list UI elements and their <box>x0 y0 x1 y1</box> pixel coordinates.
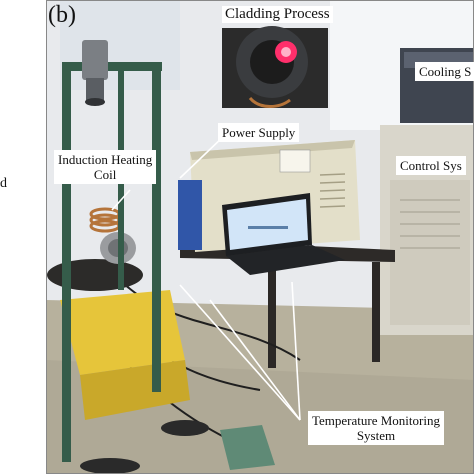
pyrometer-lens <box>86 78 104 102</box>
label-induction-heating-coil-line2: Coil <box>93 167 117 182</box>
rotary-table <box>47 259 143 291</box>
label-power-supply: Power Supply <box>218 123 300 142</box>
laptop-keyboard <box>226 245 345 275</box>
label-control-system: Control Sys <box>396 156 466 175</box>
control-cabinet-panel <box>390 180 470 325</box>
label-temperature-monitoring-line1: Temperature Monitoring <box>312 413 440 428</box>
panel-label: (b) <box>48 2 76 28</box>
pyrometer-lens-front <box>85 98 105 106</box>
label-temperature-monitoring-line2: System <box>356 428 396 443</box>
power-supply-top-edge <box>190 140 355 160</box>
annotation-lines <box>111 134 301 421</box>
foot-pedal <box>220 425 275 470</box>
table-leg-2 <box>372 262 380 362</box>
stand-foot-2 <box>80 458 140 474</box>
label-cooling: Cooling S <box>415 62 474 81</box>
control-cabinet-vents <box>400 199 460 249</box>
power-supply-blue-terminal <box>178 180 202 250</box>
yellow-positioner-base <box>80 360 190 420</box>
label-temperature-monitoring: Temperature Monitoring System <box>308 411 444 445</box>
power-supply-label-plate <box>279 149 311 173</box>
yellow-positioner <box>60 290 185 375</box>
label-cladding-process: Cladding Process <box>222 6 333 23</box>
table-leg-1 <box>268 258 276 368</box>
cladding-inset <box>222 26 328 108</box>
stand-foot <box>161 420 209 436</box>
pyrometer-body <box>82 40 108 80</box>
laptop-screen <box>227 199 308 250</box>
laptop-progress <box>248 226 288 229</box>
power-supply-vents <box>319 173 346 208</box>
left-margin <box>0 0 46 474</box>
left-edge-text: d <box>0 176 7 191</box>
label-induction-heating-coil-line1: Induction Heating <box>58 152 153 167</box>
label-induction-heating-coil: Induction Heating Coil <box>54 150 157 184</box>
